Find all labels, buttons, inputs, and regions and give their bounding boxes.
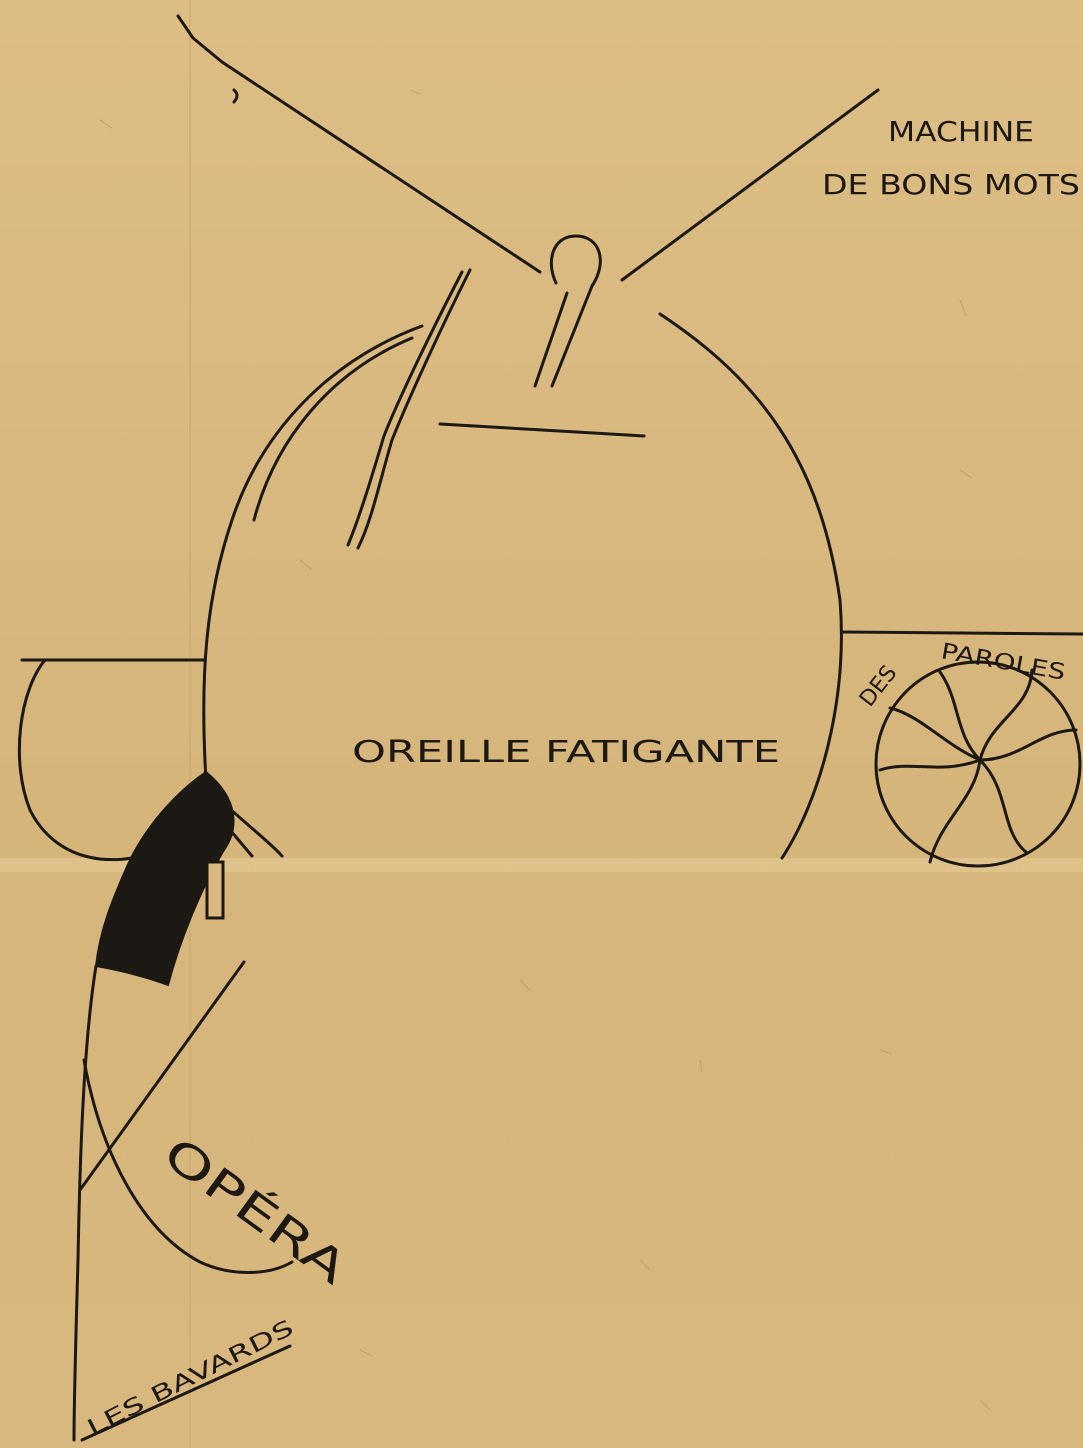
label-machine: MACHINE	[888, 115, 1034, 148]
bulb-lever	[535, 236, 600, 386]
machine-bar	[440, 424, 644, 436]
twin-tube	[348, 270, 470, 548]
paroles-line	[842, 632, 1083, 634]
ear-head-outline	[204, 326, 422, 780]
small-peg	[207, 862, 223, 918]
machine-left-arm	[178, 16, 540, 272]
paroles-disc	[876, 662, 1080, 866]
label-paroles: PAROLES	[939, 639, 1067, 685]
label-bons-mots: DE BONS MOTS	[822, 168, 1080, 201]
label-oreille-fatigante: OREILLE FATIGANTE	[352, 735, 780, 770]
small-hook	[234, 90, 237, 102]
label-opera: OPÉRA	[154, 1126, 358, 1295]
ear-right-curve	[660, 314, 841, 858]
left-pole	[74, 966, 96, 1440]
